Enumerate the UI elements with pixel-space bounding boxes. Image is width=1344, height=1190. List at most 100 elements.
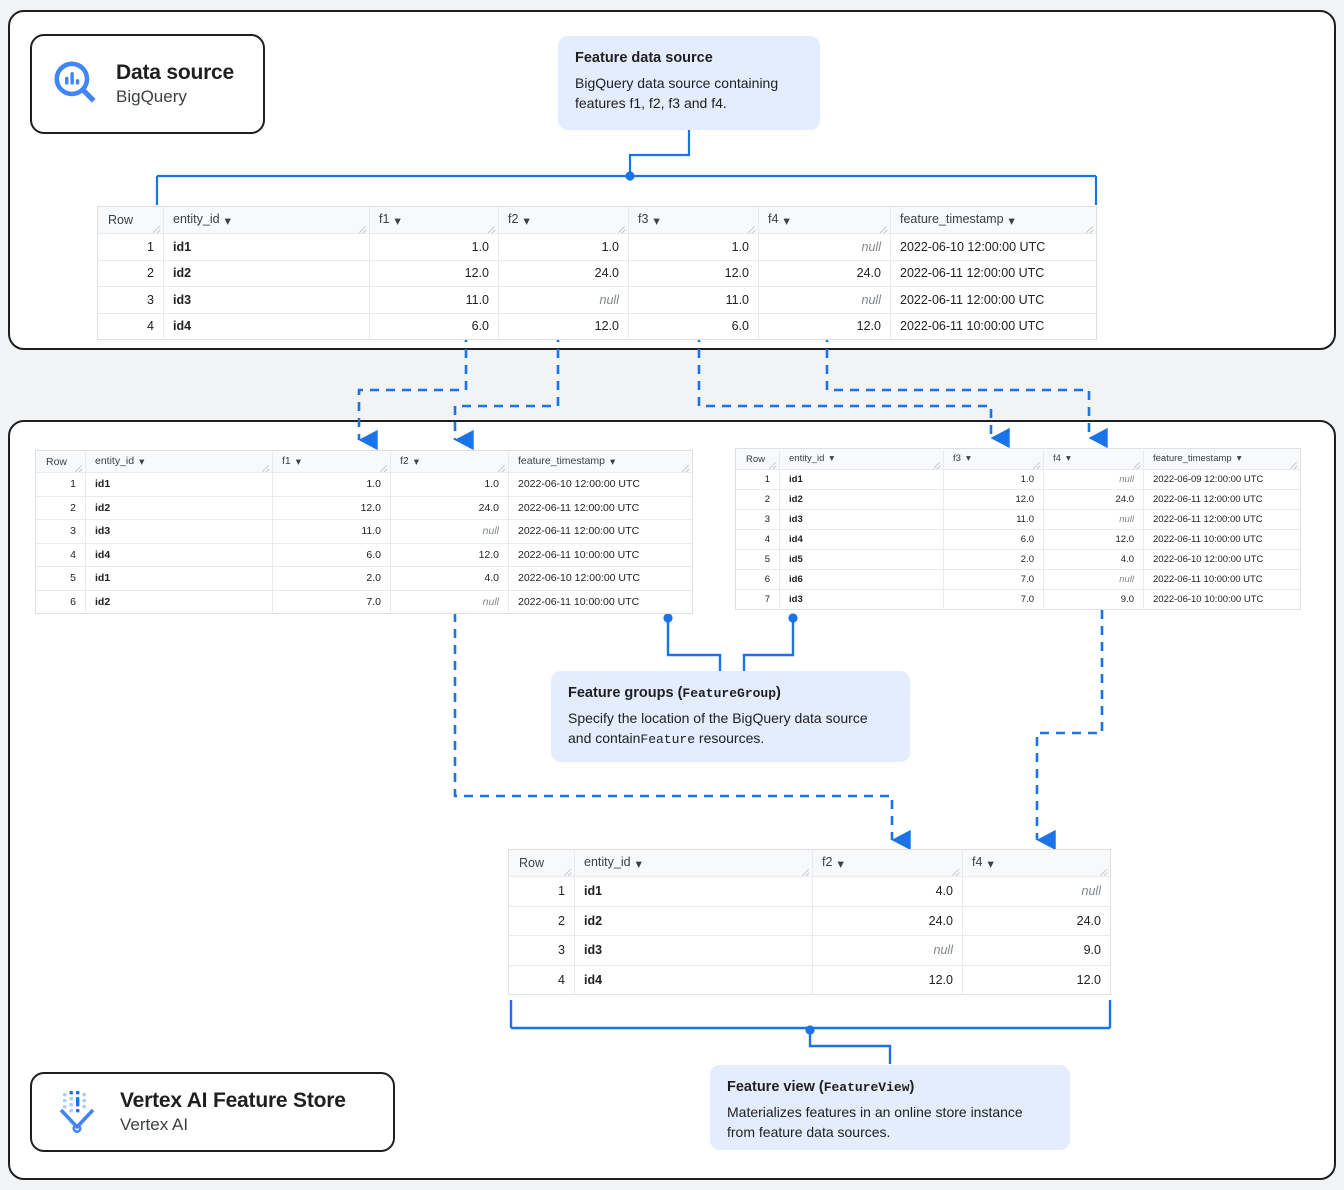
cell-f3: 7.0 (943, 589, 1044, 610)
chevron-down-icon[interactable]: ▾ (987, 856, 994, 871)
column-resize-handle[interactable] (879, 223, 888, 232)
feature-groups-callout-title: Feature groups (FeatureGroup) (568, 684, 893, 702)
column-header-label: f3 (953, 453, 961, 465)
cell-entity_id: id2 (163, 260, 370, 287)
chevron-down-icon[interactable]: ▾ (653, 213, 660, 228)
chevron-down-icon[interactable]: ▾ (523, 213, 530, 228)
column-resize-handle[interactable] (152, 223, 161, 232)
cell-entity_id: id1 (779, 469, 944, 490)
column-resize-handle[interactable] (617, 223, 626, 232)
chevron-down-icon[interactable]: ▾ (1065, 453, 1071, 465)
row-number-cell: 1 (508, 876, 575, 907)
column-resize-handle[interactable] (1085, 223, 1094, 232)
column-resize-handle[interactable] (951, 866, 960, 875)
feature-groups-callout: Feature groups (FeatureGroup) Specify th… (551, 671, 910, 762)
column-resize-handle[interactable] (932, 459, 941, 468)
column-header-row[interactable]: Row (35, 450, 86, 473)
column-header-entity_id[interactable]: entity_id▾ (85, 450, 273, 473)
column-header-f1[interactable]: f1▾ (272, 450, 391, 473)
column-header-row[interactable]: Row (508, 849, 575, 877)
cell-entity_id: id4 (574, 965, 813, 995)
null-value: null (482, 525, 499, 538)
cell-entity_id: id2 (85, 590, 273, 614)
cell-entity_id: id1 (574, 876, 813, 907)
column-header-f2[interactable]: f2▾ (390, 450, 509, 473)
column-header-f4[interactable]: f4▾ (758, 206, 891, 234)
chevron-down-icon[interactable]: ▾ (1008, 213, 1015, 228)
cell-f2: 12.0 (390, 543, 509, 567)
chevron-down-icon[interactable]: ▾ (1236, 453, 1242, 465)
chevron-down-icon[interactable]: ▾ (829, 453, 835, 465)
cell-f2: null (390, 590, 509, 614)
column-resize-handle[interactable] (563, 866, 572, 875)
cell-entity_id: id3 (85, 519, 273, 544)
cell-f2: 12.0 (812, 965, 963, 995)
cell-f4: null (962, 876, 1111, 907)
column-header-row[interactable]: Row (735, 448, 780, 470)
row-number-cell: 4 (35, 543, 86, 567)
column-header-label: Row (746, 453, 766, 465)
column-header-f3[interactable]: f3▾ (628, 206, 759, 234)
column-resize-handle[interactable] (1132, 459, 1141, 468)
column-resize-handle[interactable] (747, 223, 756, 232)
column-header-f3[interactable]: f3 ▾ (943, 448, 1044, 470)
column-header-feature_timestamp[interactable]: feature_timestamp▾ (1143, 448, 1301, 470)
cell-f2: null (498, 286, 629, 314)
column-header-row[interactable]: Row (97, 206, 164, 234)
cell-f4: 24.0 (962, 906, 1111, 936)
chevron-down-icon[interactable]: ▾ (394, 213, 401, 228)
column-resize-handle[interactable] (261, 462, 270, 471)
column-resize-handle[interactable] (74, 462, 83, 471)
column-header-f2[interactable]: f2▾ (498, 206, 629, 234)
column-header-entity_id[interactable]: entity_id▾ (779, 448, 944, 470)
column-header-f1[interactable]: f1 ▾ (369, 206, 499, 234)
chevron-down-icon[interactable]: ▾ (783, 213, 790, 228)
chevron-down-icon[interactable]: ▾ (224, 213, 231, 228)
column-header-f4[interactable]: f4 ▾ (1043, 448, 1144, 470)
cell-f1: 2.0 (272, 566, 391, 591)
chevron-down-icon[interactable]: ▾ (295, 455, 302, 468)
row-number-cell: 2 (97, 260, 164, 287)
chevron-down-icon[interactable]: ▾ (635, 856, 642, 871)
feature-data-source-callout-body: BigQuery data source containing features… (575, 75, 779, 111)
cell-f4: null (1043, 569, 1144, 590)
column-resize-handle[interactable] (1289, 459, 1298, 468)
cell-feature_timestamp: 2022-06-10 10:00:00 UTC (1153, 594, 1264, 605)
cell-f2: 1.0 (390, 472, 509, 497)
column-header-f4[interactable]: f4▾ (962, 849, 1111, 877)
cell-feature_timestamp: 2022-06-11 12:00:00 UTC (1143, 489, 1301, 510)
column-resize-handle[interactable] (801, 866, 810, 875)
chevron-down-icon[interactable]: ▾ (609, 455, 616, 468)
column-resize-handle[interactable] (487, 223, 496, 232)
column-resize-handle[interactable] (768, 459, 777, 468)
column-resize-handle[interactable] (497, 462, 506, 471)
column-header-f2[interactable]: f2▾ (812, 849, 963, 877)
column-header-label: f1 (379, 212, 390, 227)
null-value: null (933, 943, 953, 958)
fg-title-prefix: Feature groups ( (568, 685, 683, 701)
cell-feature_timestamp: 2022-06-11 12:00:00 UTC (890, 286, 1097, 314)
column-header-feature_timestamp[interactable]: feature_timestamp▾ (508, 450, 693, 473)
column-header-label: f4 (1053, 453, 1061, 465)
column-resize-handle[interactable] (681, 462, 690, 471)
column-resize-handle[interactable] (358, 223, 367, 232)
column-resize-handle[interactable] (1099, 866, 1108, 875)
row-number-cell: 4 (97, 313, 164, 340)
column-header-entity_id[interactable]: entity_id▾ (163, 206, 370, 234)
column-resize-handle[interactable] (1032, 459, 1041, 468)
chevron-down-icon[interactable]: ▾ (965, 453, 971, 465)
column-header-feature_timestamp[interactable]: feature_timestamp▾ (890, 206, 1097, 234)
column-header-entity_id[interactable]: entity_id▾ (574, 849, 813, 877)
row-number-cell: 6 (35, 590, 86, 614)
chevron-down-icon[interactable]: ▾ (837, 856, 844, 871)
column-resize-handle[interactable] (379, 462, 388, 471)
cell-f4: 9.0 (962, 935, 1111, 966)
cell-f1: 11.0 (272, 519, 391, 544)
chevron-down-icon[interactable]: ▾ (139, 455, 145, 468)
feature-view-callout-title: Feature view (FeatureView) (727, 1078, 1053, 1096)
cell-f4: 24.0 (1043, 489, 1144, 510)
chevron-down-icon[interactable]: ▾ (413, 455, 420, 468)
